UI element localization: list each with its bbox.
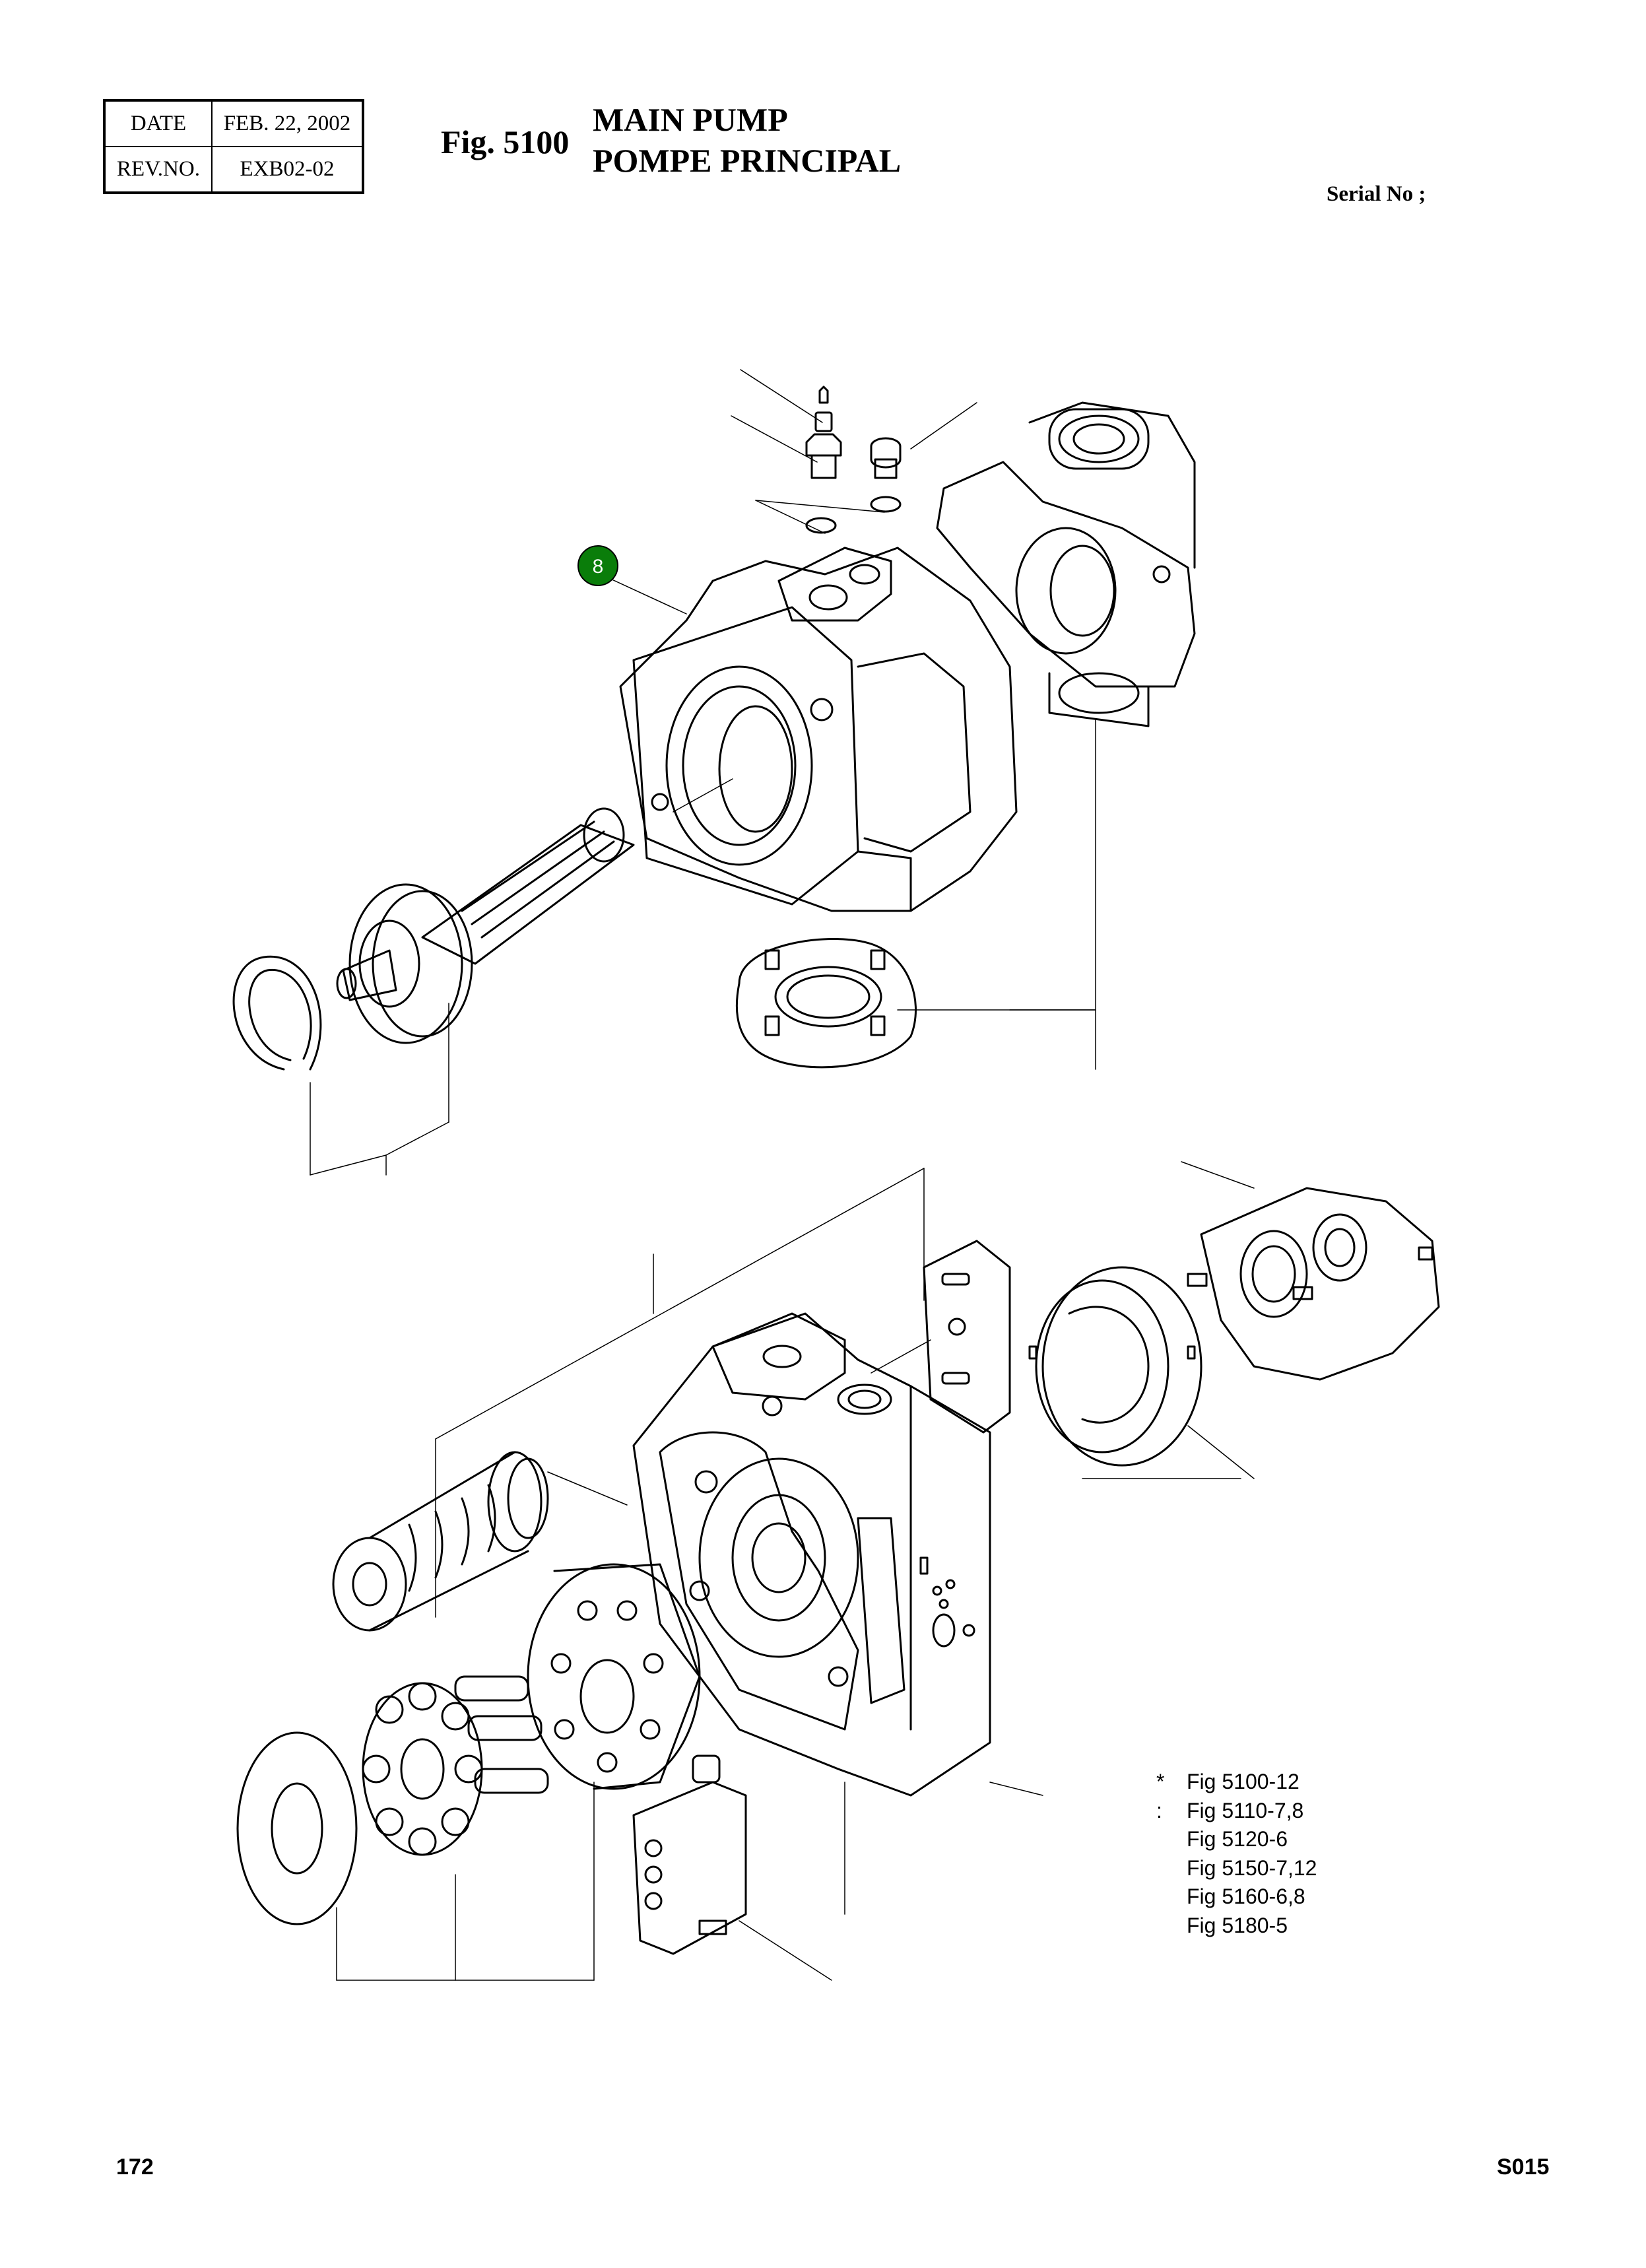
rev-value: EXB02-02 bbox=[211, 146, 364, 193]
figure-title: MAIN PUMP POMPE PRINCIPAL bbox=[593, 99, 901, 181]
reference-items: Fig 5100-12 Fig 5110-7,8 Fig 5120-6 Fig … bbox=[1187, 1768, 1317, 1940]
callout-8: 8 bbox=[577, 545, 618, 586]
callout-number: 8 bbox=[593, 556, 604, 578]
page-number: 172 bbox=[116, 2154, 154, 2180]
valve-casing bbox=[632, 1312, 991, 1797]
cylinder-block bbox=[527, 1563, 701, 1790]
reference-marker: * : bbox=[1156, 1770, 1165, 1822]
reference-item: Fig 5120-6 bbox=[1187, 1827, 1288, 1851]
gear-pump bbox=[1187, 1187, 1440, 1381]
pump-housing bbox=[619, 547, 1018, 912]
lower-leader-lines bbox=[336, 1161, 1255, 1981]
serial-label: Serial No ; bbox=[1327, 182, 1426, 206]
swash-plate-disc bbox=[236, 1731, 358, 1925]
rev-label: REV.NO. bbox=[104, 146, 213, 193]
piston-assembly bbox=[362, 1675, 549, 1856]
reference-item: Fig 5160-6,8 bbox=[1187, 1884, 1305, 1908]
side-plate bbox=[923, 1240, 1011, 1434]
upper-leader-lines bbox=[310, 369, 1096, 1176]
bearing-flange bbox=[936, 401, 1196, 727]
figure-number: Fig. 5100 bbox=[441, 123, 570, 160]
title-line-2: POMPE PRINCIPAL bbox=[593, 142, 902, 179]
reference-item: Fig 5110-7,8 bbox=[1187, 1798, 1304, 1822]
spring-piston bbox=[332, 1451, 549, 1632]
snap-ring bbox=[232, 955, 322, 1071]
reference-item: Fig 5180-5 bbox=[1187, 1913, 1288, 1937]
page-code: S015 bbox=[1497, 2154, 1550, 2180]
date-label: DATE bbox=[104, 100, 213, 147]
drive-shaft bbox=[336, 807, 635, 1044]
reference-item: Fig 5150-7,12 bbox=[1187, 1855, 1317, 1880]
date-value: FEB. 22, 2002 bbox=[211, 100, 364, 147]
header-table: DATE FEB. 22, 2002 REV.NO. EXB02-02 bbox=[103, 99, 364, 194]
mount-flange bbox=[735, 938, 917, 1069]
plug-fittings bbox=[805, 385, 902, 534]
end-cover bbox=[1028, 1266, 1202, 1467]
title-line-1: MAIN PUMP bbox=[593, 101, 788, 138]
reference-item: Fig 5100-12 bbox=[1187, 1770, 1300, 1793]
regulator-block bbox=[632, 1754, 747, 1955]
